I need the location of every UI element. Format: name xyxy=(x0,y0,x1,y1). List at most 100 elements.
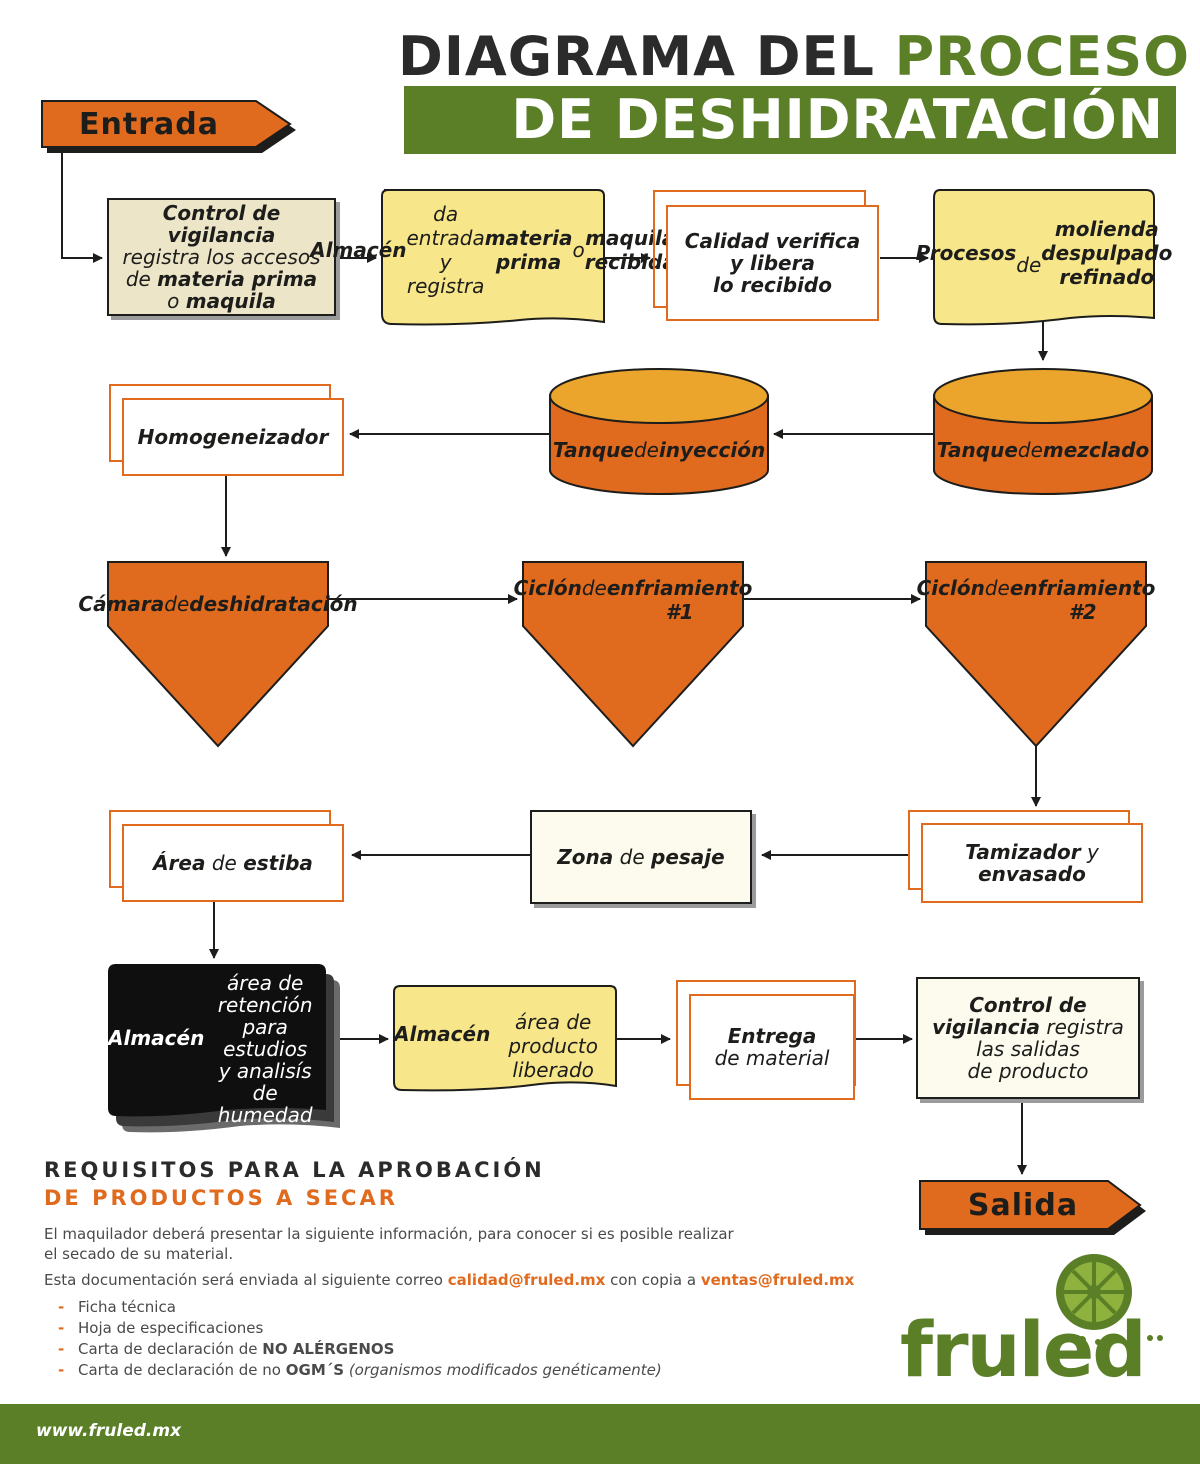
label-part: Zona xyxy=(557,845,614,869)
fruled-logo-text: fruled xyxy=(900,1305,1147,1394)
almacen-entrada-label: Almacén da entrada y registra materia pr… xyxy=(310,196,676,304)
zona-pesaje-label: Zona de pesaje xyxy=(557,846,724,868)
label-part: Procesos xyxy=(915,241,1017,265)
tamizador-box: Tamizador y envasado xyxy=(921,823,1143,903)
estiba-box: Área de estiba xyxy=(122,824,344,902)
label-part: Ciclón xyxy=(513,576,582,600)
control-vigilancia-salida-box: Control de vigilancia registra las salid… xyxy=(916,977,1140,1099)
page-title: DIAGRAMA DEL PROCESO xyxy=(398,25,1191,88)
requirements-intro: El maquilador deberá presentar la siguie… xyxy=(44,1225,734,1263)
label-part: Entrega xyxy=(727,1024,817,1048)
label-part: Homogeneizador xyxy=(137,425,329,449)
label-part: o xyxy=(167,289,180,313)
label-part: da entrada y registra xyxy=(406,202,485,298)
tanque-inyeccion-shape xyxy=(549,368,769,495)
requirements-list: Ficha técnicaHoja de especificacionesCar… xyxy=(44,1297,662,1381)
entrega-box: Entrega de material xyxy=(689,994,855,1100)
control-vigilancia-entrada-label: Control de vigilancia registra los acces… xyxy=(109,201,334,313)
label-part: Cámara xyxy=(78,592,165,616)
estiba-label: Área de estiba xyxy=(153,852,313,874)
calidad-label: Calidad verifica y libera lo recibido xyxy=(685,230,860,296)
camara-label: Cámara de deshidratación xyxy=(78,576,357,632)
label-part: área de producto liberado xyxy=(508,1010,598,1082)
requirements-email-line: Esta documentación será enviada al sigui… xyxy=(44,1271,855,1289)
label-part: de material xyxy=(714,1046,830,1070)
label-part: y xyxy=(1087,840,1099,864)
label-part: inyección xyxy=(658,438,766,462)
tanque-mezclado-label: Tanque de mezclado xyxy=(934,424,1152,476)
label-part: Tamizador xyxy=(965,840,1081,864)
homogeneizador-label: Homogeneizador xyxy=(138,426,329,448)
almacen-liberado-shape xyxy=(393,985,617,1092)
label-part: maquila xyxy=(185,289,276,313)
almacen-entrada-shape xyxy=(381,189,605,326)
tamizador-label: Tamizador y envasado xyxy=(965,841,1099,885)
label-part: área de retención para estudios y analis… xyxy=(217,971,313,1127)
ciclon2-label: Ciclón de enfriamiento #2 xyxy=(917,576,1156,666)
requirement-item: Hoja de especificaciones xyxy=(44,1318,662,1339)
label-part: enfriamiento #2 xyxy=(1009,576,1156,624)
procesos-shape xyxy=(933,189,1155,326)
label-part: Ciclón xyxy=(916,576,985,600)
footer-bar xyxy=(0,1404,1200,1464)
camara-shape xyxy=(107,561,329,748)
label-part: Calidad verifica y libera lo recibido xyxy=(684,229,861,297)
almacen-retencion-label: Almacén área de retención para estudios … xyxy=(108,972,326,1126)
salida-label: Salida xyxy=(967,1187,1079,1223)
control-vigilancia-entrada-box: Control de vigilancia registra los acces… xyxy=(107,198,336,316)
label-part: de xyxy=(581,576,607,600)
label-part: de xyxy=(1016,253,1042,277)
zona-pesaje-box: Zona de pesaje xyxy=(530,810,752,904)
ciclon1-shape xyxy=(522,561,744,748)
tanque-inyeccion-label: Tanque de inyección xyxy=(550,424,768,476)
flow-arrows xyxy=(61,147,1048,1175)
almacen-liberado-label: Almacén área de producto liberado xyxy=(394,998,616,1082)
label-part: pesaje xyxy=(651,845,725,869)
salida-tag-shape xyxy=(919,1180,1146,1235)
label-part: envasado xyxy=(978,862,1086,886)
label-part: molienda despulpado refinado xyxy=(1041,217,1173,289)
label-part: o xyxy=(572,238,585,262)
label-part: registra los accesos de xyxy=(122,245,321,291)
fruled-logo-icon xyxy=(1056,1254,1163,1345)
page-subtitle-banner: DE DESHIDRATACIÓN xyxy=(404,86,1176,154)
requirement-item: Carta de declaración de no OGM´S (organi… xyxy=(44,1360,662,1381)
label-part: registra las salidas de producto xyxy=(967,1015,1124,1083)
label-part: maquila recibida xyxy=(584,226,676,274)
label-part: estiba xyxy=(243,851,313,875)
label-part: de xyxy=(984,576,1010,600)
label-part: Almacén xyxy=(108,1026,205,1050)
label-part: mezclado xyxy=(1042,438,1150,462)
label-part: Control de vigilancia xyxy=(932,993,1087,1039)
requirement-item: Carta de declaración de NO ALÉRGENOS xyxy=(44,1339,662,1360)
email-ventas-link[interactable]: ventas@fruled.mx xyxy=(700,1271,855,1289)
control-vigilancia-salida-label: Control de vigilancia registra las salid… xyxy=(932,994,1124,1082)
label-part: materia prima xyxy=(157,267,318,291)
email-calidad-link[interactable]: calidad@fruled.mx xyxy=(447,1271,606,1289)
label-part: Tanque xyxy=(936,438,1018,462)
requirement-item: Ficha técnica xyxy=(44,1297,662,1318)
ciclon1-label: Ciclón de enfriamiento #1 xyxy=(514,576,753,666)
label-part: de xyxy=(164,592,190,616)
label-part: deshidratación xyxy=(189,592,358,616)
label-part: de xyxy=(613,845,651,869)
label-part: de xyxy=(205,851,244,875)
label-part: Tanque xyxy=(552,438,634,462)
tanque-mezclado-shape xyxy=(933,368,1153,495)
label-part: Control de vigilancia xyxy=(162,201,281,247)
label-part: de xyxy=(1017,438,1043,462)
almacen-retencion-shape xyxy=(108,964,340,1133)
requirements-title: REQUISITOS PARA LA APROBACIÓN DE PRODUCT… xyxy=(44,1158,545,1210)
ciclon2-shape xyxy=(925,561,1147,748)
label-part: materia prima xyxy=(484,226,573,274)
label-part: de xyxy=(633,438,659,462)
entrada-label: Entrada xyxy=(79,106,219,142)
footer-website-link[interactable]: www.fruled.mx xyxy=(36,1421,182,1441)
entrega-label: Entrega de material xyxy=(714,1024,830,1070)
label-part: Área xyxy=(153,851,206,875)
label-part: Almacén xyxy=(310,238,407,262)
procesos-label: Procesos de molienda despulpado refinado xyxy=(916,204,1173,302)
homogeneizador-box: Homogeneizador xyxy=(122,398,344,476)
calidad-box: Calidad verifica y libera lo recibido xyxy=(666,205,879,321)
